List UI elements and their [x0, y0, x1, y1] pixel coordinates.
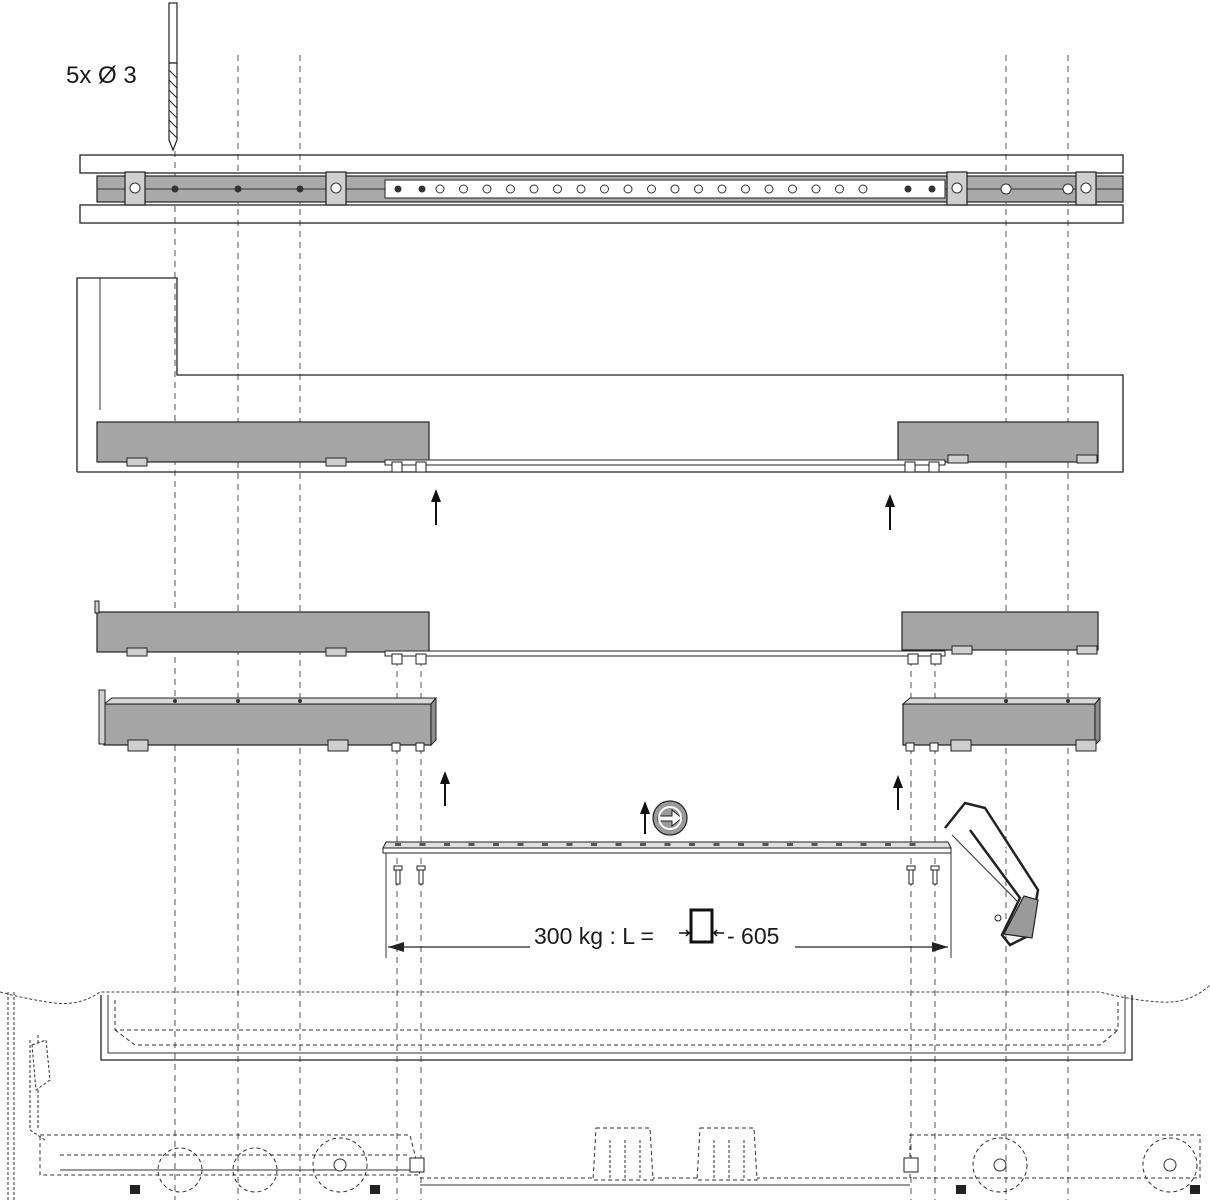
rail-hole	[694, 184, 703, 194]
bar-slot	[615, 843, 622, 846]
bar-slot	[811, 843, 818, 846]
rail-hole	[506, 184, 515, 194]
rail-hole	[764, 184, 774, 194]
cabinet-section	[76, 277, 1124, 473]
rail-hole	[858, 184, 868, 194]
arrow-up-icon	[640, 801, 650, 834]
bar-slot	[787, 843, 793, 846]
bar-slot	[419, 843, 426, 846]
drill-bit-icon	[168, 2, 178, 152]
bar-slot	[468, 843, 475, 846]
arrow-up-icon	[431, 489, 441, 525]
arrow-up-icon	[893, 775, 903, 810]
bar-slot	[689, 843, 695, 846]
dimension-prefix: 300 kg : L =	[534, 923, 654, 949]
rail-hole	[576, 184, 586, 194]
screw-icon	[906, 865, 916, 885]
rail-hole	[811, 184, 821, 194]
wrench-icon	[652, 800, 688, 836]
bar-slot	[640, 843, 646, 846]
drill-quantity-label: 5x Ø 3	[66, 62, 137, 89]
screw-icon	[930, 865, 940, 885]
rail-hole	[623, 184, 633, 194]
bar-slot	[909, 843, 916, 846]
arrow-up-icon	[440, 771, 450, 806]
bar-slot	[664, 843, 671, 846]
bar-slot	[566, 843, 573, 846]
rail-hole	[459, 184, 468, 194]
rail-hole	[482, 184, 492, 194]
rail-hole	[835, 184, 844, 194]
measured-length-box-icon	[689, 908, 714, 944]
bar-slot	[542, 843, 548, 846]
arrow-up-icon	[885, 494, 895, 530]
bar-slot	[885, 843, 891, 846]
bar-slot	[395, 843, 401, 846]
rail-hole	[529, 184, 539, 194]
rail-hole	[670, 184, 680, 194]
bar-slot	[713, 843, 720, 846]
dimension-suffix: - 605	[727, 923, 779, 949]
length-dimension: 300 kg : L = - 605	[388, 908, 948, 960]
bar-slot	[444, 843, 450, 846]
bar-slot	[517, 843, 524, 846]
bar-slot	[493, 843, 499, 846]
runner-assembly	[94, 600, 1099, 665]
rail-hole	[717, 184, 727, 194]
bar-slot	[836, 843, 842, 846]
bottom-mechanism	[29, 1035, 1201, 1194]
bar-slot	[860, 843, 867, 846]
rail-hole	[600, 184, 609, 194]
runner-profiles	[98, 689, 1102, 752]
rail-hole	[788, 184, 797, 194]
rail-hole	[647, 184, 656, 194]
bar-slot	[738, 843, 744, 846]
rail-hole	[741, 184, 750, 194]
hacksaw-icon	[944, 801, 1040, 947]
connecting-bar	[382, 841, 952, 958]
bar-slot	[591, 843, 597, 846]
screw-icon	[416, 865, 426, 885]
rail-hole	[435, 184, 445, 194]
rail-hole	[553, 184, 562, 194]
top-view-rail	[79, 154, 1124, 224]
carcase-cutaway	[0, 984, 1210, 1200]
bar-slot	[762, 843, 769, 846]
screw-icon	[393, 865, 403, 885]
